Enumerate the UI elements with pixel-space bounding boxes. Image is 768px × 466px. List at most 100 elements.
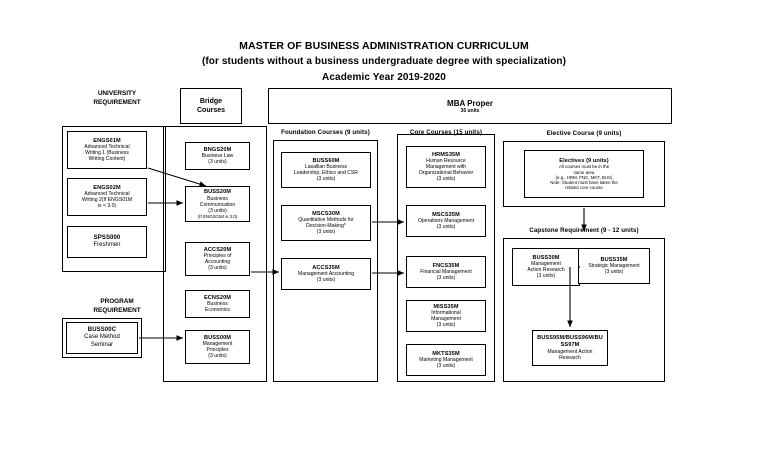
core-courses-caption: Core Courses (15 units) [409, 129, 483, 136]
program-requirement-caption-line2: REQUIREMENT [93, 306, 141, 314]
course-title-line: Research [559, 354, 581, 361]
course-code: ENGS01M [93, 137, 121, 144]
course-title-line: Management with [425, 164, 467, 171]
university-requirement-caption-line2: REQUIREMENT [93, 98, 141, 106]
course-box-electives[interactable]: Electives (9 units) All courses must be … [524, 150, 644, 198]
course-box-buss00m[interactable]: BUSS00M Management Principles (3 units) [185, 330, 250, 364]
course-box-ecns20m[interactable]: ECNS20M Business Economics [185, 290, 250, 318]
course-title-line: Human Resource [426, 158, 466, 165]
course-box-spss000[interactable]: SPSS000 Freshmen [67, 226, 147, 258]
course-title-line: Writing Content) [88, 156, 126, 163]
course-box-bngs20m[interactable]: BNGS20M Business Law (3 units) [185, 142, 250, 170]
course-title-line: Quantitative Methods for [298, 217, 354, 224]
course-code-line2: SS97M [560, 342, 580, 348]
course-title-line: Business [207, 301, 228, 308]
course-box-buss20m[interactable]: BUSS20M Business Communication (3 units)… [185, 186, 250, 222]
course-title-line: (3 units) [316, 229, 336, 236]
course-title-line: (3 units) [208, 353, 227, 360]
university-requirement-caption: UNIVERSITY REQUIREMENT [62, 90, 172, 108]
course-box-fncs35m[interactable]: FNCS35M Financial Management (3 units) [406, 256, 486, 288]
course-code: BUSS20M [203, 189, 232, 196]
course-code: ACCS35M [312, 264, 340, 271]
course-code: HRMS35M [431, 151, 461, 158]
course-title-line: (3 units) [436, 322, 456, 329]
course-title-line: Freshmen [93, 242, 121, 248]
university-requirement-caption-line1: UNIVERSITY [97, 90, 137, 97]
program-requirement-caption: PROGRAM REQUIREMENT [62, 298, 172, 316]
course-box-buss30m[interactable]: BUSS30M Management Action Research (3 un… [512, 248, 580, 286]
elective-course-frame [503, 141, 665, 207]
course-box-buss35m[interactable]: BUSS35M Strategic Management (3 units) [578, 248, 650, 284]
course-title-line: Strategic Management [588, 263, 640, 270]
course-title-line: (3 units) [316, 277, 336, 284]
course-title-line: Writing 1 (Business [85, 150, 129, 157]
course-title-line: Seminar [90, 341, 114, 348]
bridge-courses-header-line1: Bridge [199, 97, 223, 105]
core-courses-frame [397, 134, 495, 382]
course-title-line: (3 units) [604, 269, 624, 276]
course-code: MISS35M [433, 303, 459, 310]
course-code: ECNS20M [203, 294, 232, 301]
course-title-line: Communication [199, 201, 236, 208]
course-title-line: Marketing Management [419, 357, 473, 364]
course-code: BUSS00C [87, 327, 117, 334]
course-title-line: Note: Student must have taken the [550, 179, 618, 185]
course-box-hrms35m[interactable]: HRMS35M Human Resource Management with O… [406, 146, 486, 188]
course-title-line: Case Method [84, 334, 120, 341]
elective-course-caption: Elective Course (9 units) [546, 130, 622, 137]
course-title-line: (3 units) [436, 275, 456, 282]
course-box-mscs35m[interactable]: MSCS35M Operations Management (3 units) [406, 205, 486, 237]
course-box-mkts35m[interactable]: MKTS35M Marketing Management (3 units) [406, 344, 486, 376]
course-title-line: (3 units) [436, 224, 456, 231]
course-title-line: (3 units) [316, 176, 336, 183]
course-code: MKTS35M [432, 350, 460, 357]
mba-proper-banner: MBA Proper 36 units [268, 88, 672, 124]
course-box-buss95m-96m-97m[interactable]: BUSS95M/BUSS96M/BU SS97M Management Acti… [532, 330, 608, 366]
course-title-line: Principles of [203, 253, 232, 260]
mba-proper-units: 36 units [460, 107, 480, 114]
course-box-accs20m[interactable]: ACCS20M Principles of Accounting (3 unit… [185, 242, 250, 276]
course-title-line: (3 units) [208, 159, 227, 166]
course-title-line: Management Action [547, 348, 593, 355]
course-title-line: Management [202, 341, 233, 348]
course-title-line: (3 units) [436, 363, 456, 370]
course-code: MSCS35M [432, 211, 460, 218]
course-title-line: Organizational Behavior [418, 170, 474, 177]
capstone-requirement-frame [503, 238, 665, 382]
bridge-courses-frame [163, 126, 267, 382]
course-title-line: Economics [205, 307, 230, 314]
course-note: (If ENGS01M is 3.0) [197, 213, 238, 219]
academic-year: Academic Year 2019-2020 [322, 72, 446, 83]
course-title-line: Lasallian Business [304, 164, 348, 171]
course-title-line: Principles [206, 347, 229, 354]
course-code: FNCS35M [432, 262, 460, 269]
foundation-courses-frame [273, 140, 378, 382]
course-title-line: Management Accounting [297, 271, 355, 278]
page-title: MASTER OF BUSINESS ADMINISTRATION CURRIC… [239, 40, 529, 52]
course-box-miss35m[interactable]: MISS35M Informational Management (3 unit… [406, 300, 486, 332]
course-box-engs01m[interactable]: ENGS01M Advanced Technical Writing 1 (Bu… [67, 131, 147, 169]
course-title-line: (3 units) [208, 207, 227, 214]
course-box-buss00c[interactable]: BUSS00C Case Method Seminar [66, 322, 138, 354]
course-box-mscs30m[interactable]: MSCS30M Quantitative Methods for Decisio… [281, 205, 371, 241]
course-box-engs02m[interactable]: ENGS02M Advanced Technical Writing 2(If … [67, 178, 147, 216]
course-code: MSCS30M [312, 210, 340, 217]
course-box-accs35m[interactable]: ACCS35M Management Accounting (3 units) [281, 258, 371, 290]
course-code: BUSS35M [600, 256, 628, 263]
course-code: Electives (9 units) [559, 157, 609, 164]
course-title-line: Informational [431, 310, 461, 317]
course-title-line: related core course [565, 185, 603, 191]
course-title-line: same area [573, 169, 595, 175]
course-code: ENGS02M [93, 184, 121, 191]
course-title-line: Writing 2(If ENGS01M [81, 197, 133, 204]
course-title-line: is < 3.0) [97, 203, 117, 210]
university-requirement-frame [62, 126, 166, 272]
course-title-line: Financial Management [420, 269, 472, 276]
course-title-line: Decision-Making* [306, 223, 346, 230]
course-title-line: All courses must be in the [558, 164, 610, 170]
course-title-line: Advanced Technical [84, 191, 130, 198]
course-title-line: Leadership, Ethics and CSR [294, 170, 358, 177]
course-box-buss60m[interactable]: BUSS60M Lasallian Business Leadership, E… [281, 152, 371, 188]
course-title-line: Advanced Technical [84, 144, 130, 151]
